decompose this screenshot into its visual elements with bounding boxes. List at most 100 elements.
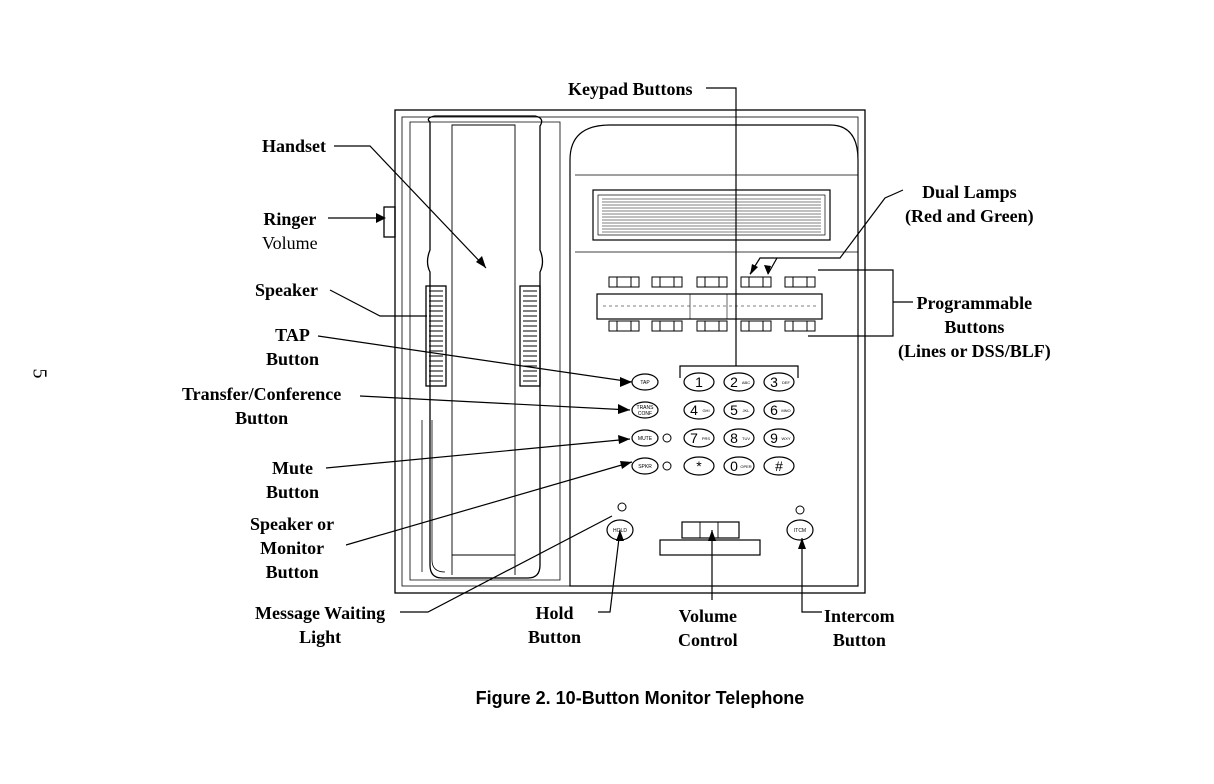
leader-speaker <box>329 289 427 317</box>
programmable-button[interactable] <box>740 276 772 288</box>
keypad-digit: 5 <box>730 402 738 418</box>
keypad-bracket <box>679 365 799 378</box>
tap-button[interactable]: TAP <box>631 373 659 391</box>
keypad-letters: WXY <box>781 436 790 441</box>
speaker-monitor-button[interactable]: SPKR <box>631 457 659 475</box>
leader-programmable <box>808 269 913 337</box>
handset-grip <box>451 150 516 556</box>
keypad-key-star[interactable]: * <box>683 456 715 476</box>
keypad-digit: 9 <box>770 430 778 446</box>
keypad-letters: DEF <box>782 380 791 385</box>
keypad-letters: PRS <box>702 436 711 441</box>
volume-control-base <box>659 539 761 556</box>
handset-mouthpiece <box>451 555 516 575</box>
keypad-key-7[interactable]: 7 PRS <box>683 428 715 448</box>
label-intercom-button: Intercom Button <box>824 606 895 650</box>
label-ringer-volume: Ringer Volume <box>262 209 318 253</box>
telephone-inner-border <box>401 116 859 587</box>
keypad-digit: 2 <box>730 374 738 390</box>
keypad-key-pound[interactable]: # <box>763 456 795 476</box>
page-number: 5 <box>28 368 51 379</box>
programmable-button[interactable] <box>608 276 640 288</box>
keypad-digit: # <box>775 458 783 474</box>
keypad-digit: 1 <box>695 374 703 390</box>
speaker-monitor-button-label: SPKR <box>638 464 652 470</box>
programmable-button[interactable] <box>651 276 683 288</box>
keypad-letters: ABC <box>742 380 750 385</box>
label-handset: Handset <box>262 136 327 156</box>
keypad-letters: OPER <box>740 464 751 469</box>
transfer-conference-button-label: CONF <box>638 411 652 417</box>
handset <box>426 115 544 579</box>
label-keypad-buttons: Keypad Buttons <box>568 79 693 99</box>
programmable-button[interactable] <box>740 320 772 332</box>
message-waiting-light <box>617 502 627 512</box>
label-hold-button: Hold Button <box>528 603 582 647</box>
telephone-body <box>394 109 866 594</box>
keypad-key-4[interactable]: 4 GHI <box>683 400 715 420</box>
keypad-letters: GHI <box>702 408 709 413</box>
keypad-digit: 0 <box>730 458 738 474</box>
programmable-button[interactable] <box>651 320 683 332</box>
ringer-volume-knob <box>383 206 396 238</box>
leader-intercom <box>801 538 822 613</box>
control-panel <box>569 124 859 587</box>
keypad-key-5[interactable]: 5 JKL <box>723 400 755 420</box>
speaker-grille-left <box>425 285 447 387</box>
keypad-key-3[interactable]: 3 DEF <box>763 372 795 392</box>
keypad-digit: 7 <box>690 430 698 446</box>
keypad-digit: 6 <box>770 402 778 418</box>
keypad-key-8[interactable]: 8 TUV <box>723 428 755 448</box>
label-tap-button: TAP Button <box>266 325 320 369</box>
leader-tap <box>317 335 633 383</box>
intercom-lamp <box>795 505 805 515</box>
speaker-grille-right <box>519 285 541 387</box>
tap-button-label: TAP <box>640 380 650 386</box>
keypad-letters: MNO <box>781 408 790 413</box>
label-message-waiting-light: Message Waiting Light <box>255 603 386 647</box>
keypad-digit: 8 <box>730 430 738 446</box>
handset-earpiece <box>451 124 516 150</box>
programmable-button[interactable] <box>696 320 728 332</box>
keypad-digit: 4 <box>690 402 698 418</box>
leader-mute <box>325 438 631 469</box>
keypad-key-2[interactable]: 2 ABC <box>723 372 755 392</box>
keypad-key-1[interactable]: 1 <box>683 372 715 392</box>
speaker-lamp <box>662 461 672 471</box>
label-mute-button: Mute Button <box>266 458 320 502</box>
mute-lamp <box>662 433 672 443</box>
handset-cradle <box>409 121 561 581</box>
designation-strip <box>596 293 823 320</box>
programmable-button[interactable] <box>784 276 816 288</box>
label-dual-lamps: Dual Lamps (Red and Green) <box>905 182 1034 226</box>
programmable-button[interactable] <box>608 320 640 332</box>
leader-speaker-monitor <box>345 461 633 546</box>
intercom-button-label: ITCM <box>794 528 806 534</box>
leader-keypad <box>706 87 737 366</box>
label-speaker-or-monitor-button: Speaker or Monitor Button <box>250 514 335 582</box>
keypad-digit: 3 <box>770 374 778 390</box>
leader-hold <box>598 529 621 613</box>
leader-transfer <box>359 395 631 411</box>
label-speaker: Speaker <box>255 280 318 300</box>
programmable-button[interactable] <box>784 320 816 332</box>
display-window <box>592 189 831 241</box>
label-transfer-conference-button: Transfer/Conference Button <box>182 384 342 428</box>
keypad-digit: * <box>696 458 702 474</box>
intercom-button[interactable]: ITCM <box>786 519 814 541</box>
label-volume-control: Volume Control <box>678 606 738 650</box>
keypad-letters: JKL <box>743 408 751 413</box>
programmable-button[interactable] <box>696 276 728 288</box>
keypad-letters: TUV <box>742 436 750 441</box>
mute-button[interactable]: MUTE <box>631 429 659 447</box>
figure-caption: Figure 2. 10-Button Monitor Telephone <box>475 688 805 708</box>
leader-message-waiting <box>400 515 613 613</box>
transfer-conference-button-label: TRANS <box>637 405 655 411</box>
mute-button-label: MUTE <box>638 436 653 442</box>
leader-handset <box>334 145 487 269</box>
